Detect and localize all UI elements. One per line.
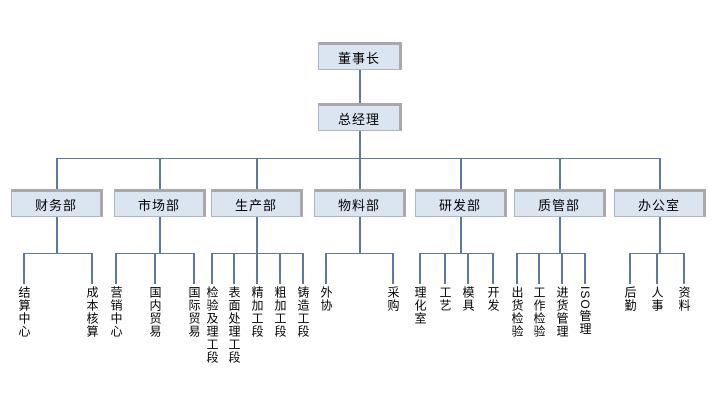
connector [460, 217, 462, 253]
connector [325, 253, 394, 254]
org-node-chairman: 董事长 [318, 42, 402, 70]
connector [359, 217, 361, 253]
org-leaf-label: 精加工段 [250, 286, 264, 338]
org-leaf-label: 国际贸易 [187, 286, 201, 338]
connector [559, 158, 561, 190]
org-leaf-label: 开发 [486, 286, 500, 312]
connector [683, 253, 685, 284]
org-leaf-label: 外协 [319, 286, 333, 312]
connector [538, 253, 540, 284]
connector [256, 217, 258, 253]
org-leaf-label: 工作检验 [532, 286, 546, 338]
connector [629, 253, 631, 284]
connector [325, 253, 327, 284]
dept-box-finance: 财务部 [11, 189, 103, 217]
connector [359, 131, 361, 158]
connector [656, 253, 658, 284]
org-leaf-label: 表面处理工段 [227, 286, 241, 364]
connector [91, 253, 93, 284]
org-leaf-label: 出货检验 [510, 286, 524, 338]
connector [23, 253, 25, 284]
connector [279, 253, 281, 284]
connector [584, 253, 586, 284]
org-leaf-label: 资料 [677, 286, 691, 312]
connector [302, 253, 304, 284]
connector [561, 253, 563, 284]
connector [23, 253, 93, 254]
org-leaf-label: 营销中心 [109, 286, 123, 338]
connector [359, 70, 361, 103]
connector [56, 217, 58, 253]
connector [419, 253, 494, 254]
connector [516, 253, 586, 254]
connector [56, 158, 661, 159]
connector [154, 253, 156, 284]
org-leaf-label: 结算中心 [17, 286, 31, 338]
connector [233, 253, 235, 284]
connector [159, 158, 161, 190]
connector [256, 253, 258, 284]
connector [444, 253, 446, 284]
connector [211, 253, 213, 284]
org-node-general-manager: 总经理 [318, 103, 402, 131]
org-leaf-label: 后勤 [623, 286, 637, 312]
dept-box-office: 办公室 [614, 189, 706, 217]
org-leaf-label: 粗加工段 [273, 286, 287, 338]
org-leaf-label: 国内贸易 [148, 286, 162, 338]
connector [392, 253, 394, 284]
org-leaf-label: 人事 [650, 286, 664, 312]
org-leaf-label: 成本核算 [85, 286, 99, 338]
dept-box-marketing: 市场部 [114, 189, 206, 217]
connector [516, 253, 518, 284]
org-leaf-label: 进货管理 [555, 286, 569, 338]
dept-box-production: 生产部 [211, 189, 303, 217]
connector [256, 158, 258, 190]
connector [492, 253, 494, 284]
connector [559, 217, 561, 253]
org-leaf-label: ISO管理 [578, 286, 592, 336]
connector [56, 158, 58, 190]
org-leaf-label: 模具 [461, 286, 475, 312]
connector [193, 253, 195, 284]
dept-box-quality: 质管部 [514, 189, 606, 217]
connector [419, 253, 421, 284]
connector [359, 158, 361, 190]
org-leaf-label: 理化室 [413, 286, 427, 325]
connector [115, 253, 117, 284]
connector [159, 217, 161, 253]
org-leaf-label: 采购 [386, 286, 400, 312]
connector [467, 253, 469, 284]
connector [659, 217, 661, 253]
connector [460, 158, 462, 190]
dept-box-materials: 物料部 [314, 189, 406, 217]
org-leaf-label: 铸造工段 [296, 286, 310, 338]
org-leaf-label: 检验及理工段 [205, 286, 219, 364]
connector [659, 158, 661, 190]
dept-box-rnd: 研发部 [415, 189, 507, 217]
org-leaf-label: 工艺 [438, 286, 452, 312]
